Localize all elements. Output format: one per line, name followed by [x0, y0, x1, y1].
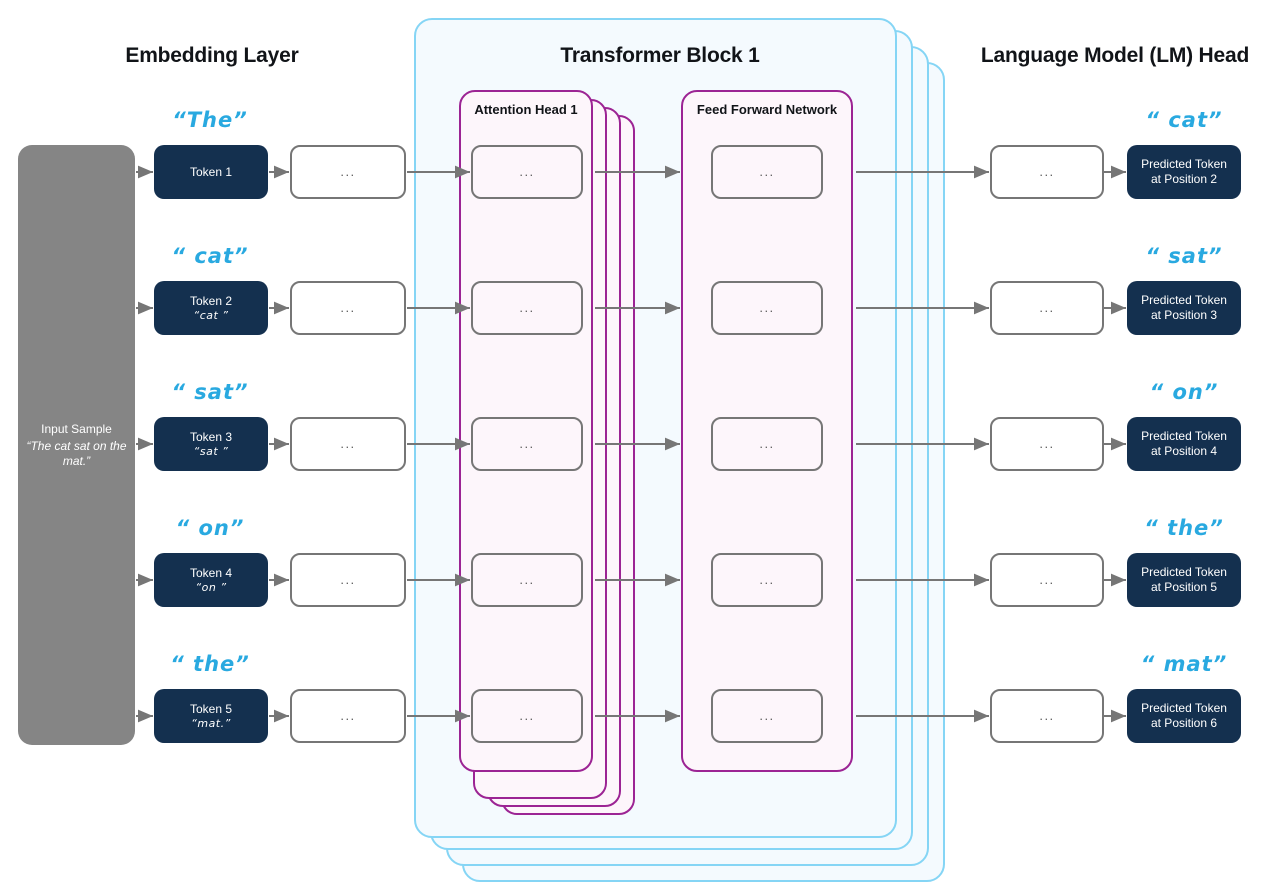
attention-cell-5[interactable]: ...: [471, 689, 583, 743]
attention-cell-3[interactable]: ...: [471, 417, 583, 471]
embedding-box-4[interactable]: ...: [290, 553, 406, 607]
token-box-4[interactable]: Token 4 “on ”: [154, 553, 268, 607]
lm-projection-box-2[interactable]: ...: [990, 281, 1104, 335]
input-sample-title: Input Sample: [41, 421, 112, 436]
token-box-2[interactable]: Token 2 “cat ”: [154, 281, 268, 335]
output-token-tag-1: “ cat”: [1145, 108, 1223, 132]
token-box-3-title: Token 3: [189, 429, 233, 444]
header-lm-head: Language Model (LM) Head: [980, 44, 1250, 67]
prediction-box-4-line1: Predicted Token: [1141, 565, 1227, 579]
input-token-tag-1: “The”: [172, 108, 248, 132]
input-token-tag-5: “ the”: [170, 652, 250, 676]
attention-head-label: Attention Head 1: [474, 102, 578, 117]
ffn-cell-5[interactable]: ...: [711, 689, 823, 743]
prediction-box-3[interactable]: Predicted Token at Position 4: [1127, 417, 1241, 471]
attention-cell-4[interactable]: ...: [471, 553, 583, 607]
lm-projection-box-3[interactable]: ...: [990, 417, 1104, 471]
ffn-cell-3[interactable]: ...: [711, 417, 823, 471]
prediction-box-5-line2: at Position 6: [1150, 716, 1218, 730]
output-token-tag-3: “ on”: [1149, 380, 1219, 404]
token-box-2-title: Token 2: [189, 293, 233, 308]
input-token-tag-2: “ cat”: [171, 244, 249, 268]
lm-projection-box-5[interactable]: ...: [990, 689, 1104, 743]
embedding-box-2[interactable]: ...: [290, 281, 406, 335]
token-box-2-word: “cat ”: [193, 308, 229, 322]
ffn-cell-2[interactable]: ...: [711, 281, 823, 335]
token-box-1-title: Token 1: [189, 164, 233, 179]
header-transformer-block: Transformer Block 1: [560, 44, 760, 67]
ffn-cell-1[interactable]: ...: [711, 145, 823, 199]
attention-cell-2[interactable]: ...: [471, 281, 583, 335]
prediction-box-3-line1: Predicted Token: [1141, 429, 1227, 443]
prediction-box-2-line1: Predicted Token: [1141, 293, 1227, 307]
input-sample-box[interactable]: Input Sample “The cat sat on the mat.”: [18, 145, 135, 745]
prediction-box-2[interactable]: Predicted Token at Position 3: [1127, 281, 1241, 335]
token-box-1[interactable]: Token 1: [154, 145, 268, 199]
input-token-tag-4: “ on”: [175, 516, 245, 540]
prediction-box-5[interactable]: Predicted Token at Position 6: [1127, 689, 1241, 743]
lm-projection-box-4[interactable]: ...: [990, 553, 1104, 607]
embedding-box-5[interactable]: ...: [290, 689, 406, 743]
output-token-tag-5: “ mat”: [1140, 652, 1228, 676]
ffn-cell-4[interactable]: ...: [711, 553, 823, 607]
token-box-3[interactable]: Token 3 “sat ”: [154, 417, 268, 471]
token-box-5[interactable]: Token 5 “mat.”: [154, 689, 268, 743]
prediction-box-4[interactable]: Predicted Token at Position 5: [1127, 553, 1241, 607]
prediction-box-3-line2: at Position 4: [1150, 444, 1218, 458]
output-token-tag-4: “ the”: [1144, 516, 1224, 540]
lm-projection-box-1[interactable]: ...: [990, 145, 1104, 199]
prediction-box-2-line2: at Position 3: [1150, 308, 1218, 322]
token-box-5-title: Token 5: [189, 701, 233, 716]
token-box-4-word: “on ”: [195, 580, 227, 594]
prediction-box-1[interactable]: Predicted Token at Position 2: [1127, 145, 1241, 199]
attention-cell-1[interactable]: ...: [471, 145, 583, 199]
embedding-box-3[interactable]: ...: [290, 417, 406, 471]
input-sample-text: “The cat sat on the mat.”: [26, 438, 127, 468]
feed-forward-network-label: Feed Forward Network: [696, 102, 838, 117]
header-embedding-layer: Embedding Layer: [125, 44, 299, 67]
output-token-tag-2: “ sat”: [1145, 244, 1223, 268]
input-token-tag-3: “ sat”: [171, 380, 249, 404]
token-box-3-word: “sat ”: [193, 444, 229, 458]
token-box-4-title: Token 4: [189, 565, 233, 580]
prediction-box-1-line2: at Position 2: [1150, 172, 1218, 186]
token-box-5-word: “mat.”: [191, 716, 231, 730]
embedding-box-1[interactable]: ...: [290, 145, 406, 199]
prediction-box-4-line2: at Position 5: [1150, 580, 1218, 594]
prediction-box-5-line1: Predicted Token: [1141, 701, 1227, 715]
prediction-box-1-line1: Predicted Token: [1141, 157, 1227, 171]
